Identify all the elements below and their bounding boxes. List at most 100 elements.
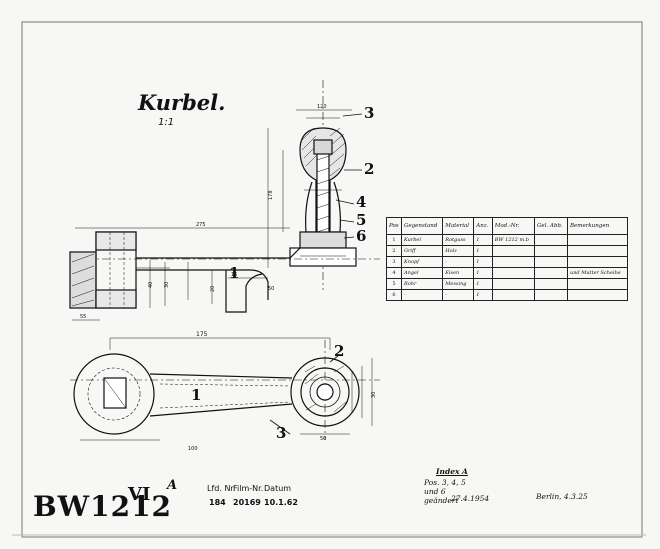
cell	[533, 245, 568, 257]
table-header-row: Pos Gegenstand Material Anz. Mod.-Nr. Ge…	[386, 217, 629, 235]
crank-plan-view	[70, 337, 380, 441]
callout-3: 3	[364, 104, 375, 122]
svg-text:175: 175	[196, 331, 208, 338]
col-gegenstand: Gegenstand	[400, 217, 444, 235]
cell: Griff	[400, 245, 444, 257]
signature-note: Berlin, 4.3.25	[536, 492, 588, 501]
cell	[566, 245, 629, 257]
revision-date: 27.4.1954	[451, 494, 490, 503]
callout-4: 4	[356, 193, 367, 211]
cell	[533, 234, 568, 246]
cell	[566, 234, 629, 246]
col-anz: Anz.	[473, 217, 493, 235]
table-row: 6 - - 1	[386, 289, 629, 301]
svg-text:30: 30	[371, 392, 377, 398]
cell	[491, 289, 535, 301]
callout-2: 2	[364, 160, 375, 178]
cell: Rotguss	[442, 234, 475, 246]
cell	[566, 278, 629, 290]
cell	[491, 245, 535, 257]
drawing-title: Kurbel.	[138, 90, 226, 115]
cell: Messing	[442, 278, 475, 290]
cell	[491, 267, 535, 279]
cell: und Mutter Scheibe	[566, 267, 629, 279]
callout-1-side: 1	[229, 264, 240, 282]
col-bemerkungen: Bemerkungen	[566, 217, 629, 235]
cell	[566, 256, 629, 268]
cell: Kurbel	[400, 234, 444, 246]
cell	[491, 278, 535, 290]
sheet-border	[21, 21, 643, 538]
cell: 4	[386, 267, 402, 279]
cell	[533, 278, 568, 290]
film-value-lfd: 184	[209, 498, 226, 507]
cell: 1	[473, 267, 493, 279]
cell	[566, 289, 629, 301]
drawing-number: BW1212	[33, 490, 173, 523]
film-label-filmnr: Film-Nr.	[233, 484, 264, 493]
cell: -	[442, 256, 475, 268]
cell: 5	[386, 278, 402, 290]
handle-section-view	[267, 80, 357, 290]
drawing-suffix: VI	[128, 484, 151, 505]
dim-label: 120	[317, 104, 327, 110]
cell: Knopf	[400, 256, 444, 268]
callout-6: 6	[356, 227, 367, 245]
col-pos: Pos	[386, 217, 402, 235]
cell	[533, 267, 568, 279]
film-label-datum: Datum	[264, 484, 292, 493]
callout-1-plan: 1	[191, 386, 202, 404]
cell: 1	[473, 234, 493, 246]
cell: 1	[473, 245, 493, 257]
drawing-suffix-superscript: A	[167, 478, 178, 493]
dimension-labels: 120 178 275 55 50 175 40 30 100 50 30 20…	[80, 104, 377, 452]
film-value-datum: 10.1.62	[264, 498, 298, 507]
callout-2-plan: 2	[334, 342, 345, 360]
svg-text:30: 30	[164, 282, 170, 288]
svg-text:178: 178	[268, 190, 274, 200]
table-row: 4 Angel Eisen 1 und Mutter Scheibe	[386, 267, 629, 279]
col-gelabb: Gel. Abb.	[533, 217, 568, 235]
film-value-filmnr: 20169	[233, 498, 261, 507]
svg-text:275: 275	[196, 222, 206, 228]
cell: Eisen	[442, 267, 475, 279]
revision-text: Pos. 3, 4, 5 und 6 geändert	[424, 478, 466, 505]
svg-text:20: 20	[210, 286, 216, 292]
cell: Rohr	[400, 278, 444, 290]
cell: 2	[386, 245, 402, 257]
film-label-lfd: Lfd. Nr.	[207, 484, 236, 493]
svg-text:100: 100	[188, 446, 198, 452]
svg-text:16: 16	[231, 272, 237, 278]
svg-text:55: 55	[80, 314, 86, 320]
table-row: 5 Rohr Messing 1	[386, 278, 629, 290]
cell: -	[442, 289, 475, 301]
cell: 3	[386, 256, 402, 268]
revision-title: Index A	[436, 467, 468, 476]
svg-text:50: 50	[268, 286, 274, 292]
cell: 1	[386, 234, 402, 246]
cell: Holz	[442, 245, 475, 257]
callout-5: 5	[356, 211, 367, 229]
cell: Angel	[400, 267, 444, 279]
cell	[491, 256, 535, 268]
table-row: 3 Knopf - 1	[386, 256, 629, 268]
cell: 1	[473, 256, 493, 268]
svg-text:40: 40	[148, 282, 154, 288]
table-row: 1 Kurbel Rotguss 1 BW 1212 m.b	[386, 234, 629, 246]
callout-3-plan: 3	[276, 424, 287, 442]
table-row: 2 Griff Holz 1	[386, 245, 629, 257]
crank-side-view	[69, 227, 380, 321]
cell: 1	[473, 289, 493, 301]
scale-label: 1:1	[158, 117, 175, 128]
svg-text:50: 50	[320, 436, 326, 442]
col-modnr: Mod.-Nr.	[491, 217, 535, 235]
cell: -	[400, 289, 444, 301]
cell: 1	[473, 278, 493, 290]
col-material: Material	[442, 217, 475, 235]
parts-list-table: Pos Gegenstand Material Anz. Mod.-Nr. Ge…	[386, 217, 629, 301]
cell	[533, 289, 568, 301]
cell	[533, 256, 568, 268]
callout-leaders	[269, 113, 363, 435]
cell: 6	[386, 289, 402, 301]
